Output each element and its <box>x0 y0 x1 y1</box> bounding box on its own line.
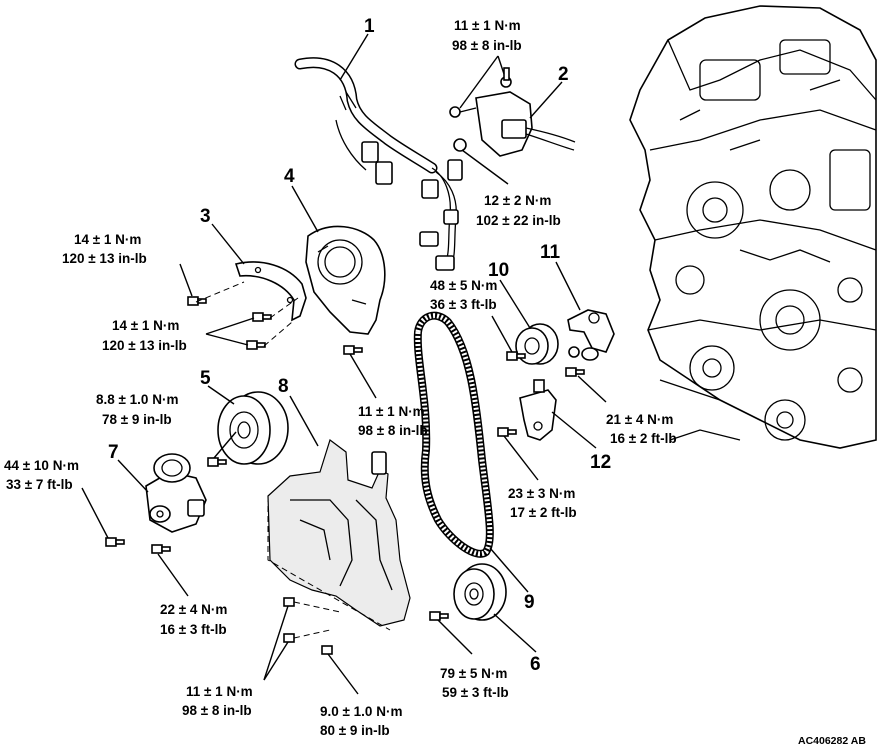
torque-nm: 23 ± 3 N·m <box>508 486 575 501</box>
leader-lines <box>81 33 607 695</box>
part-11-tensioner-arm <box>567 309 615 361</box>
torque-nm: 8.8 ± 1.0 N·m <box>96 392 178 407</box>
part-7-auto-tensioner <box>145 453 207 533</box>
torque-imperial: 80 ± 9 in-lb <box>320 723 390 738</box>
torque-imperial: 120 ± 13 in-lb <box>62 251 147 266</box>
part-number-labels: 1 2 3 4 5 6 7 8 9 10 11 12 <box>108 16 611 675</box>
bolt <box>283 597 295 607</box>
torque-spec: 79 ± 5 N·m 59 ± 3 ft-lb <box>440 666 509 700</box>
bolt <box>565 367 585 377</box>
torque-imperial: 59 ± 3 ft-lb <box>442 685 509 700</box>
bolt <box>343 345 363 355</box>
part-6-idler-pulley-lower <box>453 563 507 621</box>
part-1-wiring-harness <box>294 57 463 271</box>
torque-spec: 14 ± 1 N·m 120 ± 13 in-lb <box>62 232 147 266</box>
torque-specs: 11 ± 1 N·m 98 ± 8 in-lb 12 ± 2 N·m 102 ±… <box>4 18 677 738</box>
torque-spec: 11 ± 1 N·m 98 ± 8 in-lb <box>452 18 522 53</box>
torque-nm: 22 ± 4 N·m <box>160 602 227 617</box>
torque-spec: 14 ± 1 N·m 120 ± 13 in-lb <box>102 318 187 353</box>
bolt <box>105 537 125 547</box>
part-9-timing-belt <box>413 311 494 558</box>
part-number-1: 1 <box>364 16 375 37</box>
torque-spec: 48 ± 5 N·m 36 ± 3 ft-lb <box>430 278 497 312</box>
engine-block <box>629 5 877 449</box>
torque-imperial: 120 ± 13 in-lb <box>102 338 187 353</box>
part-number-10: 10 <box>488 260 509 281</box>
bolt <box>429 611 449 621</box>
bolt <box>321 645 333 655</box>
torque-imperial: 78 ± 9 in-lb <box>102 412 172 427</box>
part-number-5: 5 <box>200 368 211 389</box>
part-number-8: 8 <box>278 376 289 397</box>
part-number-11: 11 <box>540 242 561 263</box>
bolt <box>252 312 272 322</box>
part-3-rear-cover <box>234 261 307 322</box>
part-4-upper-cover <box>305 225 386 335</box>
part-number-12: 12 <box>590 452 611 473</box>
part-number-6: 6 <box>530 654 541 675</box>
bolt <box>283 633 295 643</box>
torque-nm: 12 ± 2 N·m <box>484 193 551 208</box>
torque-imperial: 98 ± 8 in-lb <box>358 423 428 438</box>
torque-nm: 14 ± 1 N·m <box>112 318 179 333</box>
torque-nm: 21 ± 4 N·m <box>606 412 673 427</box>
part-5-idler-pulley <box>217 391 289 465</box>
bolt <box>187 296 207 306</box>
part-number-4: 4 <box>284 166 295 187</box>
torque-imperial: 36 ± 3 ft-lb <box>430 297 497 312</box>
torque-nm: 14 ± 1 N·m <box>74 232 141 247</box>
torque-imperial: 98 ± 8 in-lb <box>182 703 252 718</box>
torque-nm: 11 ± 1 N·m <box>358 404 425 419</box>
torque-imperial: 102 ± 22 in-lb <box>476 213 561 228</box>
torque-nm: 79 ± 5 N·m <box>440 666 507 681</box>
torque-nm: 48 ± 5 N·m <box>430 278 497 293</box>
torque-spec: 22 ± 4 N·m 16 ± 3 ft-lb <box>160 602 227 637</box>
torque-spec: 21 ± 4 N·m 16 ± 2 ft-lb <box>606 412 677 446</box>
torque-spec: 12 ± 2 N·m 102 ± 22 in-lb <box>476 193 561 228</box>
torque-imperial: 98 ± 8 in-lb <box>452 38 522 53</box>
part-number-3: 3 <box>200 206 211 227</box>
torque-imperial: 16 ± 3 ft-lb <box>160 622 227 637</box>
torque-nm: 11 ± 1 N·m <box>186 684 253 699</box>
bolt <box>506 351 526 361</box>
torque-imperial: 33 ± 7 ft-lb <box>6 477 73 492</box>
bolt <box>497 427 517 437</box>
torque-spec: 44 ± 10 N·m 33 ± 7 ft-lb <box>4 458 79 492</box>
torque-spec: 11 ± 1 N·m 98 ± 8 in-lb <box>182 684 253 718</box>
torque-imperial: 16 ± 2 ft-lb <box>610 431 677 446</box>
torque-nm: 11 ± 1 N·m <box>454 18 521 33</box>
torque-nm: 9.0 ± 1.0 N·m <box>320 704 402 719</box>
figure-code: AC406282 AB <box>798 735 866 747</box>
part-number-2: 2 <box>558 64 569 85</box>
part-8-lower-cover <box>267 439 411 631</box>
torque-spec: 23 ± 3 N·m 17 ± 2 ft-lb <box>508 486 577 520</box>
torque-imperial: 17 ± 2 ft-lb <box>510 505 577 520</box>
bolt <box>246 340 266 350</box>
part-number-9: 9 <box>524 592 535 613</box>
torque-nm: 44 ± 10 N·m <box>4 458 79 473</box>
part-12-tensioner-rod <box>519 379 557 441</box>
bolt <box>151 544 171 554</box>
part-2-crank-sensor <box>449 67 576 157</box>
torque-spec: 8.8 ± 1.0 N·m 78 ± 9 in-lb <box>96 392 178 427</box>
part-number-7: 7 <box>108 442 119 463</box>
torque-spec: 11 ± 1 N·m 98 ± 8 in-lb <box>358 404 428 438</box>
bolt <box>568 346 580 358</box>
torque-spec: 9.0 ± 1.0 N·m 80 ± 9 in-lb <box>320 704 402 738</box>
bolt <box>207 457 227 467</box>
